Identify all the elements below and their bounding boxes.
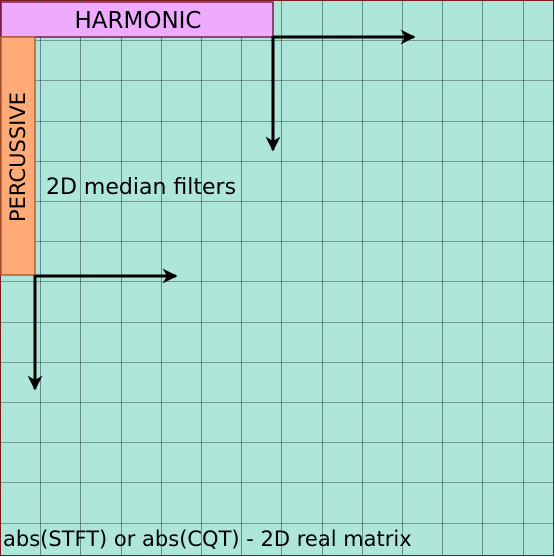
matrix-label: abs(STFT) or abs(CQT) - 2D real matrix bbox=[3, 527, 412, 551]
harmonic-filter: HARMONIC bbox=[0, 1, 274, 38]
harmonic-label: HARMONIC bbox=[74, 8, 201, 34]
harmonic-box bbox=[0, 1, 274, 38]
percussive-label: PERCUSSIVE bbox=[6, 92, 30, 222]
percussive-filter: PERCUSSIVE bbox=[0, 36, 36, 276]
percussive-arrows bbox=[27, 268, 178, 391]
percussive-box bbox=[0, 36, 36, 276]
filter-label: 2D median filters bbox=[46, 175, 236, 200]
harmonic-arrows bbox=[265, 29, 416, 152]
